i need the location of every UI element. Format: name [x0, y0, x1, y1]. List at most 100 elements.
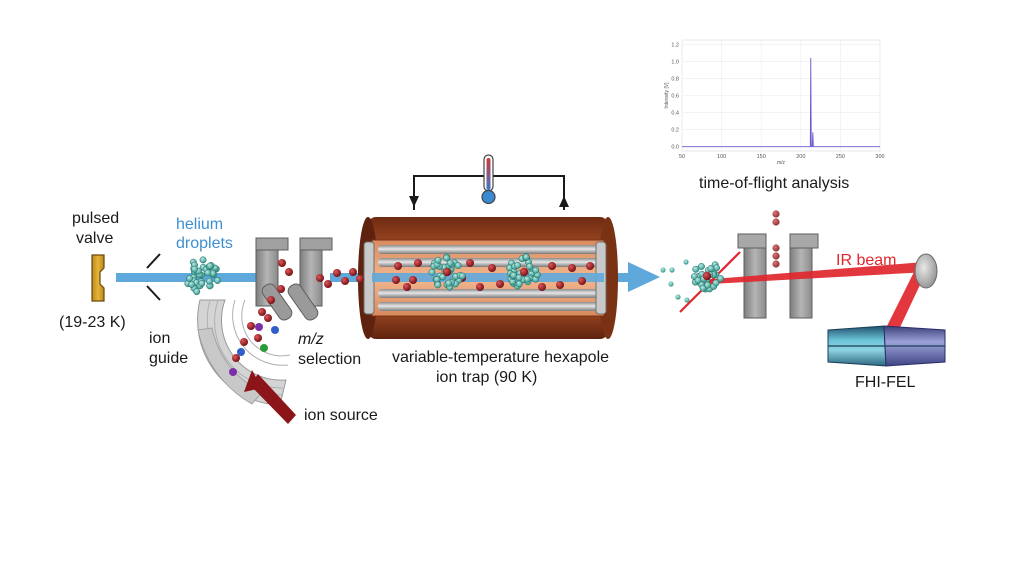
helium-atom [205, 277, 213, 285]
helium-label-1: helium [176, 216, 223, 233]
ion [278, 259, 286, 267]
ion [496, 280, 504, 288]
ion [488, 264, 496, 272]
fhi-fel-undulator [827, 325, 946, 367]
ion [476, 283, 484, 291]
ir-beam [679, 251, 928, 340]
mz-label-2: selection [298, 351, 361, 368]
series-line [682, 57, 880, 148]
evaporated-helium [684, 297, 690, 303]
ion-other [237, 348, 245, 356]
ion-other [255, 323, 263, 331]
ir-beam-label: IR beam [836, 252, 896, 269]
helium-atom [199, 256, 207, 264]
helium-atom [428, 268, 436, 276]
helium-atom [522, 253, 530, 261]
helium-atom [523, 275, 531, 283]
ion [414, 259, 422, 267]
evaporated-helium [683, 259, 689, 265]
ion-particles [229, 259, 594, 376]
helium-atom [191, 265, 198, 273]
helium-atom [526, 263, 534, 270]
helium-atom [454, 262, 462, 269]
ion-source [244, 370, 296, 424]
y-tick-label: 0.8 [671, 76, 679, 82]
y-axis-label: Intensity [V] [664, 82, 670, 109]
helium-atom [188, 280, 196, 288]
ion [341, 277, 349, 285]
ion [264, 314, 272, 322]
ion-guide-label-2: guide [149, 350, 188, 367]
ion [538, 283, 546, 291]
y-tick-label: 0.2 [671, 128, 679, 134]
helium-atom [443, 254, 450, 262]
released-ion [772, 218, 780, 226]
ion [247, 322, 255, 330]
helium-atom [697, 263, 705, 270]
released-ion [772, 252, 780, 260]
ion [392, 276, 400, 284]
ion [267, 296, 275, 304]
up-arrow-icon [559, 196, 569, 207]
helium-label-2: droplets [176, 235, 233, 252]
y-tick-label: 0.6 [671, 94, 679, 100]
helium-droplet-cluster [184, 256, 221, 296]
embedded-ion [442, 267, 452, 277]
tof-label: time-of-flight analysis [699, 175, 849, 192]
x-axis-label: m/z [777, 160, 786, 166]
evaporated-helium [675, 294, 681, 300]
evaporated-helium [669, 267, 675, 273]
y-tick-label: 1.0 [671, 59, 679, 65]
y-tick-label: 1.2 [671, 42, 679, 48]
ion-guide-aperture [146, 253, 161, 301]
helium-atom [446, 259, 454, 267]
ion [356, 275, 364, 283]
x-tick-label: 200 [796, 154, 805, 160]
ion [556, 281, 564, 289]
mz-selection-quadrupole [255, 237, 333, 321]
ion [586, 262, 594, 270]
y-tick-label: 0.4 [671, 111, 679, 117]
ion-guide-label-1: ion [149, 330, 170, 347]
ion [240, 338, 248, 346]
helium-atom [704, 281, 711, 289]
pulsed-valve-label-1: pulsed [72, 210, 119, 227]
helium-atom [445, 279, 453, 287]
pulsed-valve-label-2: valve [76, 230, 113, 247]
helium-atom [717, 275, 724, 282]
helium-atom [198, 279, 206, 287]
ion-other [260, 344, 268, 352]
ion [548, 262, 556, 270]
ion [277, 285, 285, 293]
ion [232, 354, 240, 362]
ion-other [229, 368, 237, 376]
helium-atom [186, 275, 194, 282]
helium-atom [712, 279, 720, 287]
x-tick-label: 100 [717, 154, 726, 160]
ion [254, 334, 262, 342]
ion [394, 262, 402, 270]
thermometer-icon [481, 154, 496, 205]
ion [285, 268, 293, 276]
embedded-ion [702, 271, 712, 281]
helium-atom [214, 277, 221, 284]
embedded-ion [519, 267, 529, 277]
helium-atom [514, 261, 522, 269]
ion [316, 274, 324, 282]
helium-atom [515, 274, 523, 282]
ion-source-label: ion source [304, 407, 378, 424]
ion [578, 277, 586, 285]
released-ion [772, 260, 780, 268]
released-ion [772, 244, 780, 252]
ion-other [271, 326, 279, 334]
ion [403, 283, 411, 291]
helium-atom [434, 281, 442, 289]
helium-atom [707, 265, 715, 272]
helium-atom [532, 266, 540, 274]
released-ion [772, 210, 780, 218]
x-tick-label: 50 [679, 154, 685, 160]
quadrupole-bender [197, 299, 291, 406]
helium-atom [434, 256, 442, 264]
helium-atom [694, 276, 702, 284]
